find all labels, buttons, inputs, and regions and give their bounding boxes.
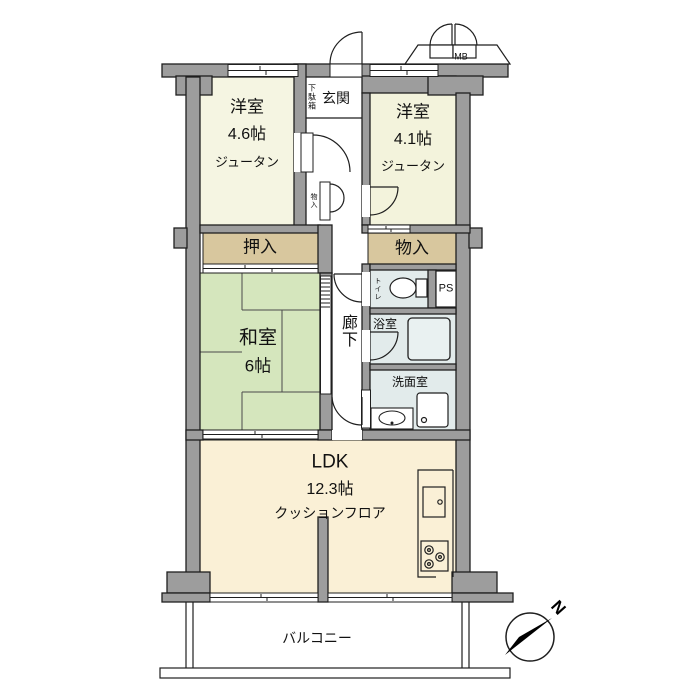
ldk-floor-type: クッションフロア [274, 505, 386, 521]
western-right-size: 4.1帖 [393, 131, 433, 148]
window-top-left [227, 64, 299, 77]
western-left-floor [199, 76, 295, 226]
small-closet-door [319, 181, 345, 221]
western-left-door [294, 132, 351, 173]
wall-ldk-top-c [361, 429, 471, 441]
kitchen-counter [417, 469, 454, 578]
bathroom-door [362, 330, 399, 362]
western-right-floor [369, 92, 457, 226]
small-closet-label: 物入 [310, 193, 317, 209]
washroom-label: 洗面室 [391, 375, 429, 389]
toilet-door [333, 272, 370, 306]
toilet-label: トイレ [374, 277, 381, 301]
washitsu-ldk-sliding-door [202, 429, 319, 440]
western-right-floor-type: ジュータン [380, 158, 446, 174]
kitchen-sink-icon [422, 486, 446, 518]
wall-oshiire-side [317, 224, 333, 274]
pillar-top-right [427, 75, 484, 96]
sliding-doors [202, 224, 411, 440]
monoire-floor [367, 231, 457, 265]
pipe-space-box [435, 270, 457, 308]
wall-bottom-right [451, 592, 514, 603]
bathtub-icon [407, 317, 451, 361]
window-bottom-right [327, 592, 453, 603]
balcony-label: バルコニー [282, 630, 352, 646]
japanese-room-name: 和室 [238, 327, 278, 349]
windows [209, 64, 453, 603]
toilet-icon [389, 277, 428, 299]
wall-bottom-left [161, 592, 211, 603]
compass-icon [505, 612, 555, 662]
tatami-lines [200, 273, 320, 430]
meter-box [403, 23, 512, 65]
japanese-room-size: 6帖 [244, 356, 272, 376]
washing-machine-icon [416, 392, 449, 428]
window-top-right [369, 64, 439, 77]
western-left-name: 洋室 [230, 97, 264, 117]
wall-bath-washroom [369, 363, 457, 371]
entrance-label: 玄関 [322, 90, 350, 106]
washroom-door [361, 389, 371, 429]
meter-box-label: MB [454, 51, 468, 62]
monoire-sliding-door [367, 224, 411, 234]
hallway-floor [332, 225, 362, 430]
pipe-space-label: PS [438, 282, 454, 295]
shoe-cabinet-label: 下駄箱 [307, 83, 317, 111]
washitsu-hall-fusuma [320, 275, 332, 395]
western-right-name: 洋室 [396, 102, 430, 122]
hallway-label: 廊下 [339, 314, 356, 348]
window-bottom-left [209, 592, 319, 603]
ldk-size: 12.3帖 [306, 481, 354, 498]
western-right-door [362, 185, 399, 217]
western-left-floor-type: ジュータン [214, 154, 280, 170]
pillar-bottom-right [451, 571, 498, 594]
wall-left [185, 76, 201, 594]
oshiire-label: 押入 [243, 237, 277, 257]
ldk-name: LDK [311, 451, 349, 473]
wall-mid-left [199, 224, 321, 234]
oshiire-fusuma [202, 263, 319, 274]
western-left-size: 4.6帖 [227, 126, 267, 143]
ldk-door [331, 396, 363, 440]
monoire-label: 物入 [395, 238, 429, 258]
wall-toilet-bath [369, 307, 457, 315]
wall-right [455, 92, 471, 594]
wall-above-toilet [369, 263, 457, 271]
pillar-right-mid [468, 227, 483, 249]
wall-ldk-top-a [185, 429, 204, 441]
wall-ldk-top-b [317, 429, 333, 441]
pillar-bottom-left [166, 571, 211, 594]
pillar-left-mid [173, 227, 188, 249]
stove-icon [420, 540, 449, 572]
wall-mid-right [361, 224, 471, 234]
bathroom-label: 浴室 [372, 317, 398, 331]
upper-hall-floor [306, 118, 362, 225]
hinged-doors [294, 31, 399, 440]
entrance-door [329, 31, 363, 78]
sink-icon [370, 407, 414, 430]
wall-toilet-ps [427, 269, 437, 309]
wall-ldk-center-stub [317, 516, 329, 603]
balcony-outline [159, 602, 511, 679]
